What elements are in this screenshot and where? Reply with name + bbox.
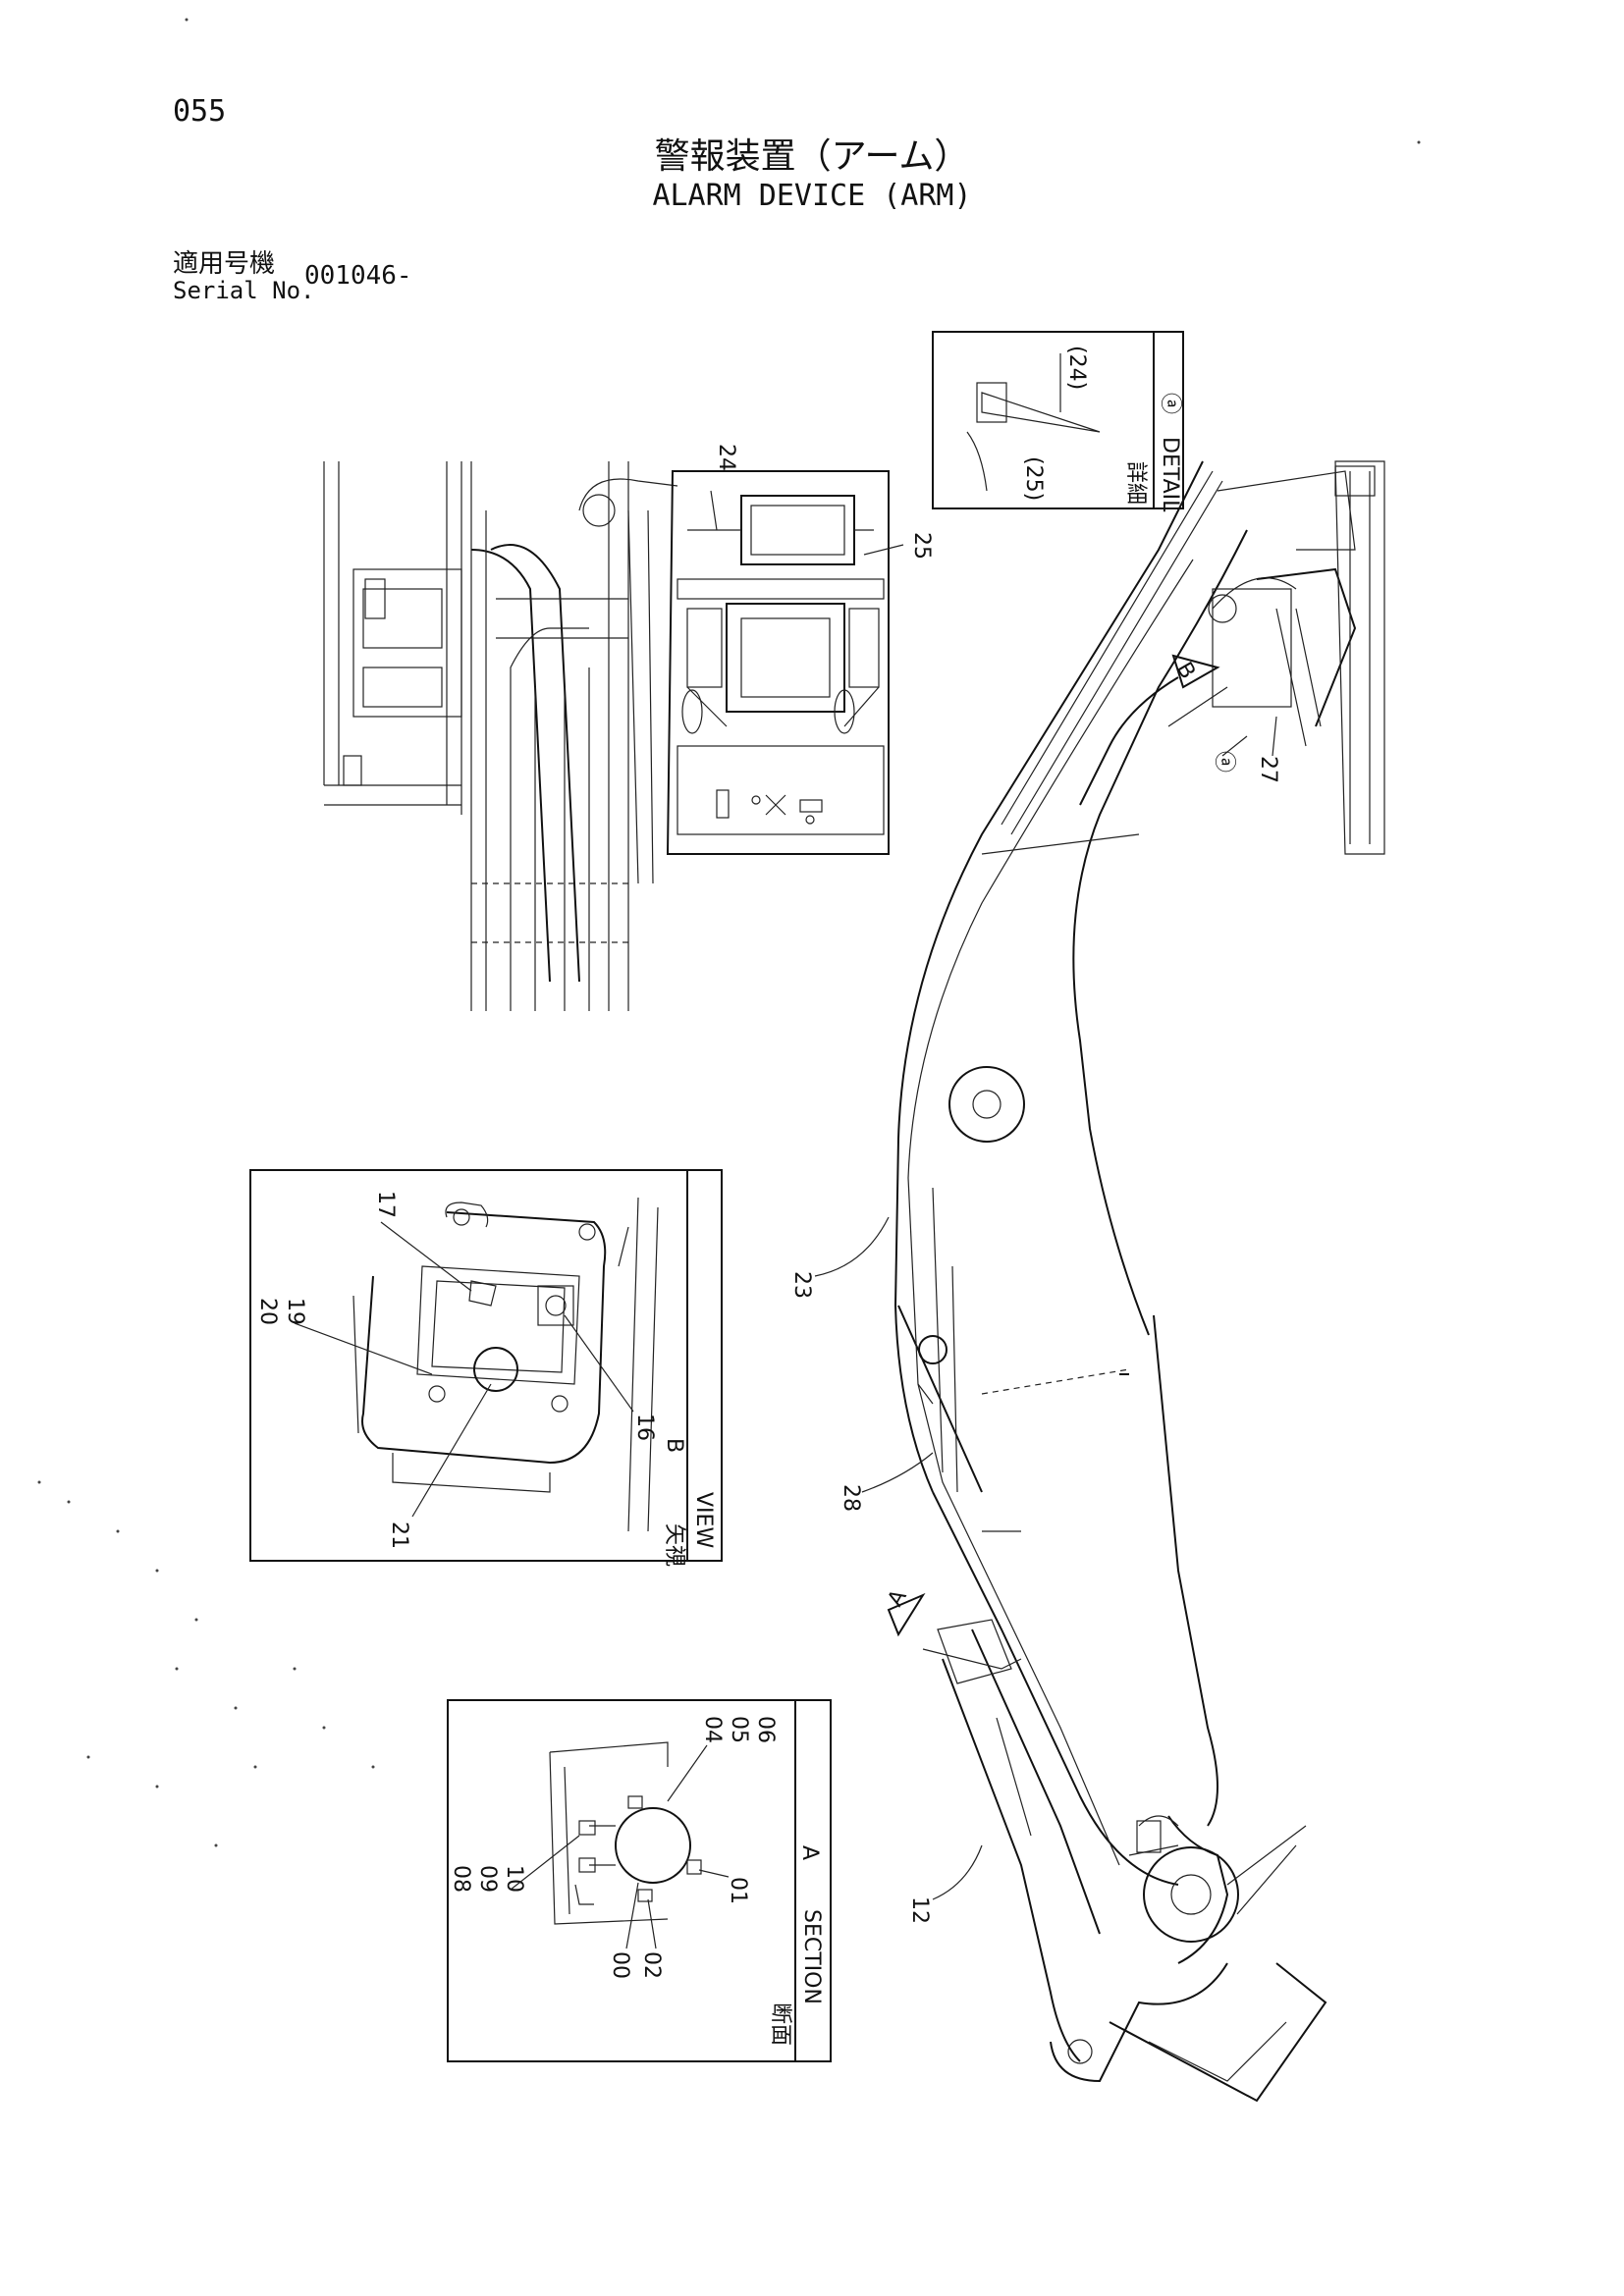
section-a-arrow: A	[884, 1585, 926, 1637]
svg-text:(24): (24)	[1064, 346, 1089, 390]
svg-text:10: 10	[502, 1865, 526, 1893]
callout-25: 25	[863, 532, 934, 560]
svg-text:17: 17	[373, 1191, 398, 1218]
svg-text:01: 01	[726, 1877, 750, 1904]
title-english: ALARM DEVICE (ARM)	[652, 179, 972, 213]
svg-text:ⓐ: ⓐ	[1158, 393, 1182, 414]
frame-view-drawing	[323, 461, 890, 1011]
view-b-arrow: B	[1171, 654, 1220, 689]
detail-a-box: (24) (25) ⓐ DETAIL 詳細	[932, 331, 1184, 512]
svg-text:19: 19	[283, 1298, 307, 1325]
page-number: 055	[173, 94, 227, 129]
title-japanese: 警報装置（アーム）	[654, 136, 970, 177]
svg-text:A: A	[797, 1845, 822, 1860]
svg-text:24: 24	[714, 444, 738, 471]
svg-text:20: 20	[255, 1298, 280, 1325]
callout-23: 23	[789, 1216, 890, 1299]
svg-text:(25): (25)	[1021, 456, 1046, 501]
svg-text:08: 08	[449, 1865, 473, 1893]
view-b-box: 17 20 19 16 21 B VIEW 矢視	[249, 1169, 723, 1567]
boom-arm-drawing	[893, 460, 1385, 2103]
scan-noise	[37, 18, 1421, 1847]
serial-label-english: Serial No.	[173, 277, 315, 304]
svg-text:詳細: 詳細	[1123, 461, 1148, 505]
svg-text:28: 28	[839, 1484, 863, 1512]
svg-text:矢視: 矢視	[662, 1523, 686, 1567]
callout-a-marker: ⓐ	[1212, 735, 1248, 773]
svg-text:04: 04	[700, 1716, 725, 1743]
svg-text:25: 25	[909, 532, 934, 560]
svg-text:05: 05	[727, 1716, 751, 1743]
serial-number-value: 001046-	[304, 261, 412, 291]
svg-text:A: A	[884, 1585, 912, 1611]
svg-text:ⓐ: ⓐ	[1212, 751, 1236, 773]
callout-12: 12	[907, 1844, 983, 1924]
svg-text:00: 00	[608, 1951, 632, 1979]
svg-text:02: 02	[639, 1951, 664, 1979]
svg-text:16: 16	[632, 1414, 657, 1441]
svg-text:09: 09	[475, 1865, 500, 1893]
section-a-box: 04 05 06 08 09 10 00 02 01 A SECTION 断面	[447, 1699, 832, 2062]
svg-text:27: 27	[1256, 756, 1280, 783]
callout-27: 27	[1256, 716, 1280, 783]
svg-text:断面: 断面	[768, 2002, 792, 2046]
svg-text:SECTION: SECTION	[799, 1909, 824, 2004]
svg-text:VIEW: VIEW	[691, 1492, 716, 1548]
callout-28: 28	[839, 1452, 934, 1512]
callout-24: 24	[710, 444, 738, 531]
svg-text:B: B	[662, 1438, 686, 1453]
svg-text:23: 23	[789, 1271, 814, 1299]
svg-text:06: 06	[753, 1716, 778, 1743]
svg-text:DETAIL: DETAIL	[1158, 437, 1182, 512]
serial-label-japanese: 適用号機	[173, 249, 276, 279]
svg-text:21: 21	[387, 1522, 411, 1549]
svg-text:12: 12	[907, 1896, 932, 1924]
